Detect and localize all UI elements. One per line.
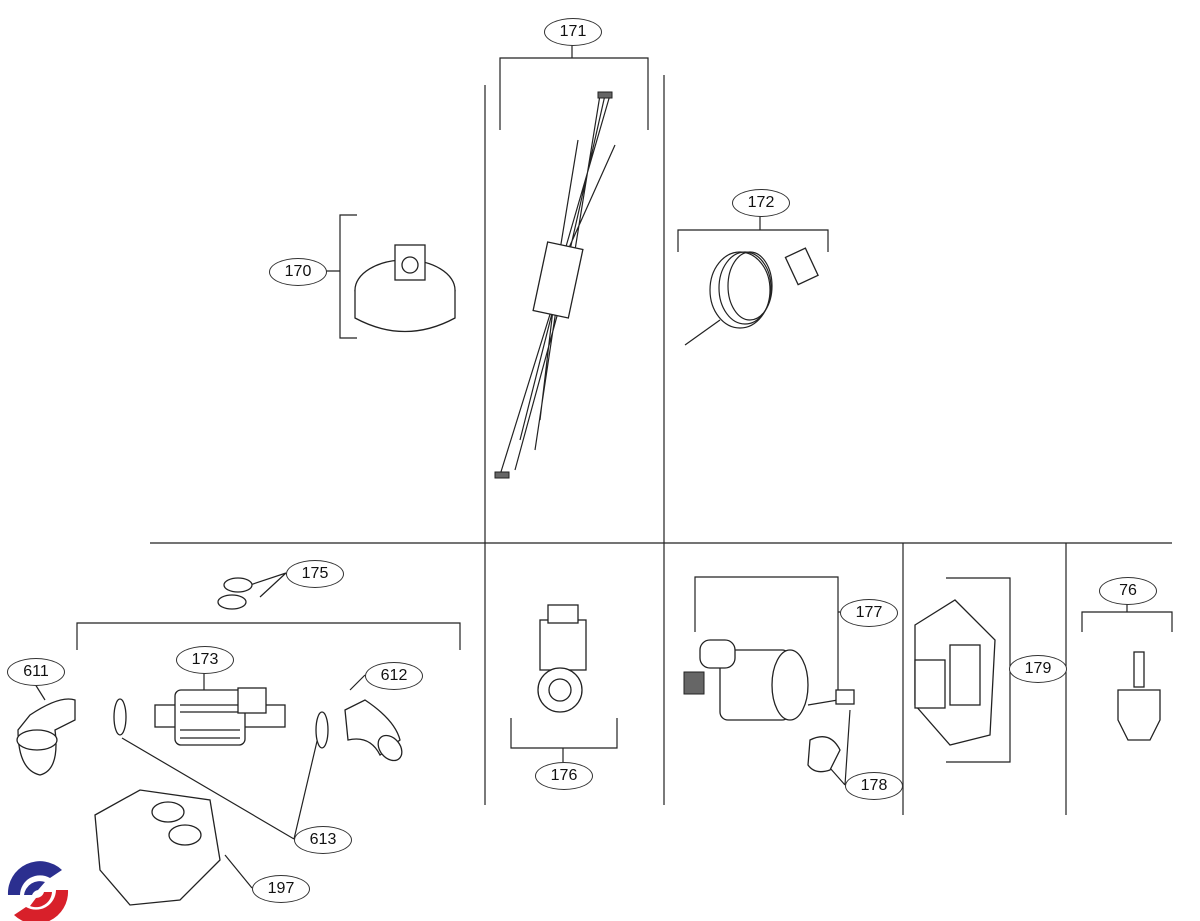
part-179-housing [914,599,996,746]
callout-179: 179 [1009,655,1067,683]
part-173-heater [154,687,286,746]
callout-197: 197 [252,875,310,903]
callout-613: 613 [294,826,352,854]
part-175-gaskets [217,577,253,610]
callout-173: 173 [176,646,234,674]
callout-177: 177 [840,599,898,627]
callout-611: 611 [7,658,65,686]
callout-171: 171 [544,18,602,46]
part-613-rings [113,698,329,749]
part-76-sensor [1117,651,1161,741]
part-178-clips [807,689,855,773]
part-171-wiring-harness [494,91,616,479]
part-612-connector [344,699,403,762]
section-dividers [150,75,1172,815]
part-177-circulation-pump [683,639,809,721]
callout-170: 170 [269,258,327,286]
part-170-drum [354,244,456,333]
callout-178: 178 [845,772,903,800]
part-197-valve-unit [94,789,221,906]
callout-76: 76 [1099,577,1157,605]
part-611-elbow [16,698,76,776]
callout-612: 612 [365,662,423,690]
part-172-power-cord [684,247,819,346]
part-176-drain-pump [537,604,587,713]
callout-176: 176 [535,762,593,790]
callout-175: 175 [286,560,344,588]
brand-logo [7,861,69,921]
callout-172: 172 [732,189,790,217]
